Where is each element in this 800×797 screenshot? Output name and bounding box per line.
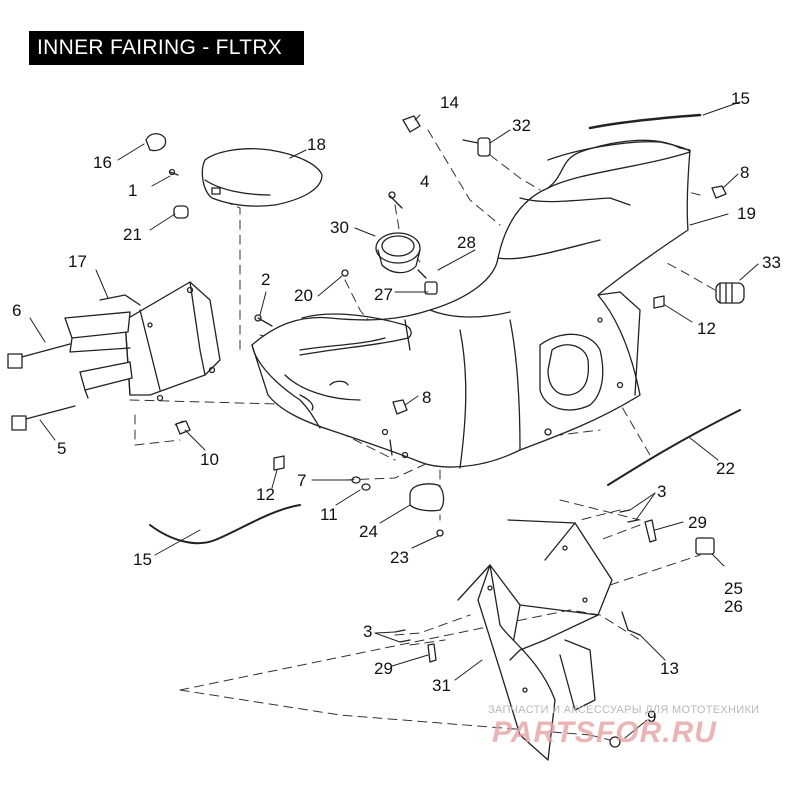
callout-3-right: 3 [657, 482, 667, 501]
callout-23: 23 [390, 548, 409, 567]
callout-13: 13 [660, 659, 679, 678]
callout-1: 1 [128, 181, 138, 200]
callout-leaders [29, 101, 759, 739]
callout-17: 17 [68, 252, 87, 271]
callout-31: 31 [432, 676, 451, 695]
part-18-lid [201, 148, 323, 207]
diagram-title: INNER FAIRING - FLTRX [29, 31, 304, 65]
callout-18: 18 [307, 135, 326, 154]
part-31-bracket [457, 519, 613, 761]
callout-11: 11 [320, 505, 338, 524]
callout-8-right: 8 [740, 163, 750, 182]
callout-19: 19 [737, 204, 756, 223]
callout-12-right: 12 [697, 319, 716, 338]
callout-25: 25 [724, 579, 743, 598]
cables [149, 113, 741, 545]
callout-3-left: 3 [363, 622, 373, 641]
callout-29-right: 29 [688, 513, 707, 532]
callout-29-left: 29 [374, 659, 393, 678]
callout-14: 14 [440, 93, 459, 112]
callout-21: 21 [123, 225, 142, 244]
callout-15-left: 15 [133, 550, 152, 569]
part-17-bracket [64, 281, 221, 402]
callout-8-lower: 8 [422, 388, 432, 407]
callout-6: 6 [12, 301, 22, 320]
callout-7: 7 [297, 471, 307, 490]
inner-fairing-shell [251, 139, 691, 469]
part-19-cap [547, 141, 691, 161]
callout-24: 24 [359, 522, 378, 541]
hardware [7, 115, 745, 748]
callout-10: 10 [200, 450, 219, 469]
callout-27: 27 [374, 285, 393, 304]
callout-12-left: 12 [256, 485, 275, 504]
callout-9: 9 [647, 707, 657, 726]
callout-26: 26 [724, 597, 743, 616]
callout-33: 33 [762, 253, 781, 272]
callout-4: 4 [420, 172, 430, 191]
callout-32: 32 [512, 116, 531, 135]
callout-15-top: 15 [731, 89, 750, 108]
callout-2: 2 [261, 270, 271, 289]
watermark-logo: PARTSFOR.RU [492, 716, 717, 749]
callout-22: 22 [716, 459, 735, 478]
callout-20: 20 [294, 286, 313, 305]
callout-28: 28 [457, 233, 476, 252]
callout-5: 5 [57, 439, 67, 458]
callout-30: 30 [330, 218, 349, 237]
callout-16: 16 [93, 153, 112, 172]
watermark-tagline: ЗАПЧАСТИ И АКСЕССУАРЫ ДЛЯ МОТОТЕХНИКИ [488, 704, 760, 716]
part-30-gauge [375, 232, 421, 274]
